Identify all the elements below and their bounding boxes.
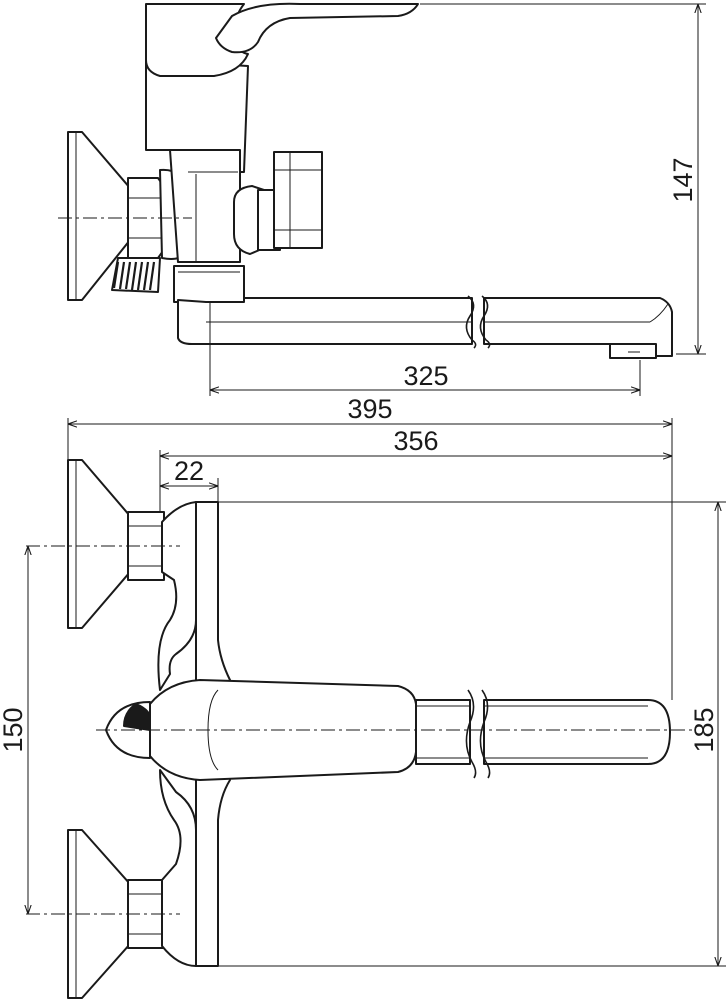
side-view bbox=[58, 2, 673, 359]
side-spout-left bbox=[177, 297, 473, 345]
side-shower-connector bbox=[273, 151, 323, 249]
dim-label-185: 185 bbox=[689, 707, 719, 752]
dimension-labels: 147 325 395 356 22 150 185 bbox=[0, 157, 719, 752]
dimension-lines bbox=[28, 3, 726, 967]
front-view bbox=[26, 459, 696, 999]
side-aerator bbox=[609, 343, 657, 359]
side-lever-grip bbox=[215, 2, 419, 54]
dim-label-147: 147 bbox=[668, 157, 698, 202]
front-arm-bottom bbox=[159, 769, 197, 967]
front-flange-top bbox=[67, 459, 131, 629]
front-spout bbox=[415, 699, 471, 765]
side-thread-hatch bbox=[111, 257, 161, 293]
dim-label-395: 395 bbox=[347, 394, 392, 424]
side-spout-ring bbox=[173, 265, 245, 303]
front-arm-top bbox=[157, 501, 197, 691]
dim-label-150: 150 bbox=[0, 707, 28, 752]
dim-label-22: 22 bbox=[174, 456, 204, 486]
side-body-block bbox=[169, 149, 241, 263]
dim-label-356: 356 bbox=[393, 426, 438, 456]
dim-label-325: 325 bbox=[403, 361, 448, 391]
front-spout-end bbox=[483, 699, 671, 765]
